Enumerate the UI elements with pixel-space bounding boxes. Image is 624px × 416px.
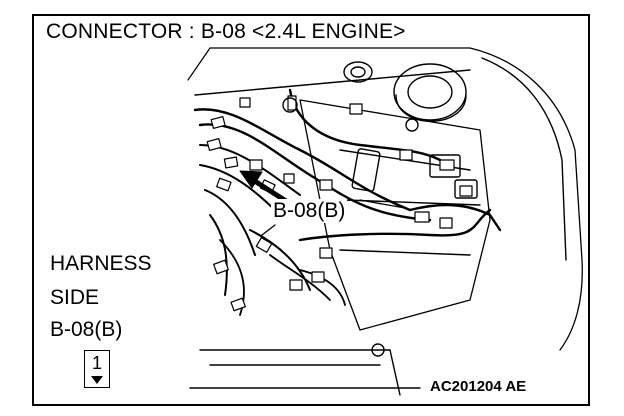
hood-edge <box>187 47 471 81</box>
harness-side-label-line3: B-08(B) <box>50 318 123 341</box>
connector-cluster <box>206 95 473 312</box>
connector-pin-marker: 1 <box>84 350 110 388</box>
fender-inner <box>481 57 567 261</box>
pin-number: 1 <box>91 353 102 373</box>
diagram-title: CONNECTOR : B-08 <2.4L ENGINE> <box>46 20 406 43</box>
harness-side-label-line2: SIDE <box>50 286 100 309</box>
connector-callout-label: B-08(B) <box>271 199 348 223</box>
reservoir-cap-right <box>393 63 467 121</box>
diagram-frame: CONNECTOR : B-08 <2.4L ENGINE> <box>32 14 590 406</box>
callout-arrowhead <box>239 170 263 189</box>
reservoir-cap-left <box>343 61 373 83</box>
figure-code: AC201204 AE <box>430 378 527 395</box>
cowl-line <box>194 69 471 96</box>
pin-triangle-icon <box>91 376 103 384</box>
harness-side-label-line1: HARNESS <box>50 252 152 275</box>
fender-outline <box>469 47 583 351</box>
harness-wire <box>193 108 412 212</box>
lower-bumper <box>199 349 401 396</box>
